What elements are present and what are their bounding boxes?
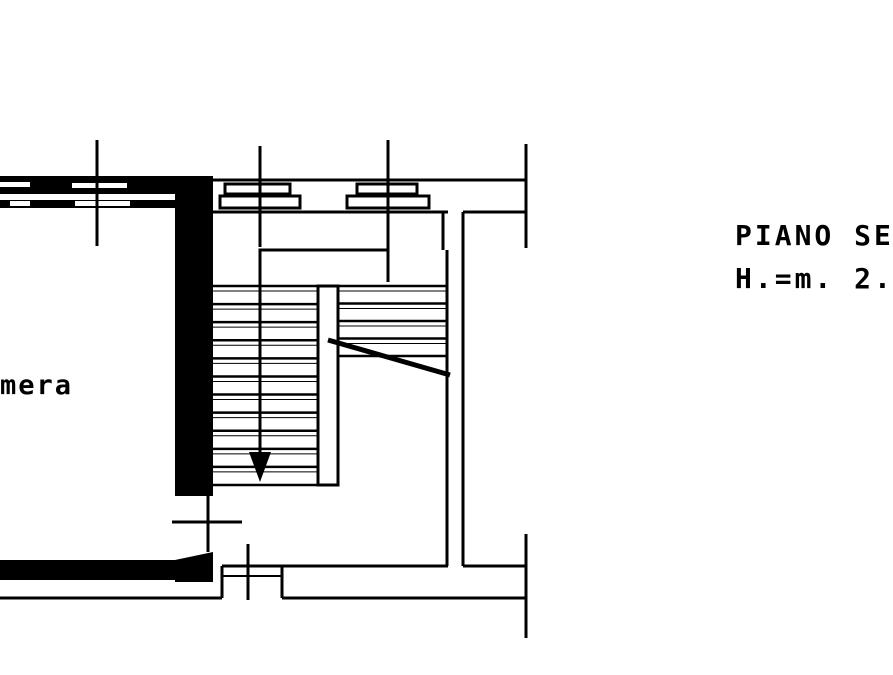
bottom-wall xyxy=(0,496,527,600)
right-shaft xyxy=(445,210,527,568)
top-wall-left xyxy=(0,176,205,208)
staircase xyxy=(213,248,451,487)
stair-newel xyxy=(316,284,340,487)
room-label: mera xyxy=(0,370,73,401)
plan-title: PIANO SE xyxy=(735,219,893,252)
stair-cut-line xyxy=(327,337,451,378)
stair-landing xyxy=(258,248,390,282)
stair-right-flight xyxy=(338,284,447,358)
dividing-wall xyxy=(175,176,213,496)
stair-direction-arrow xyxy=(249,452,271,482)
plan-height: H.=m. 2.9 xyxy=(735,262,893,295)
